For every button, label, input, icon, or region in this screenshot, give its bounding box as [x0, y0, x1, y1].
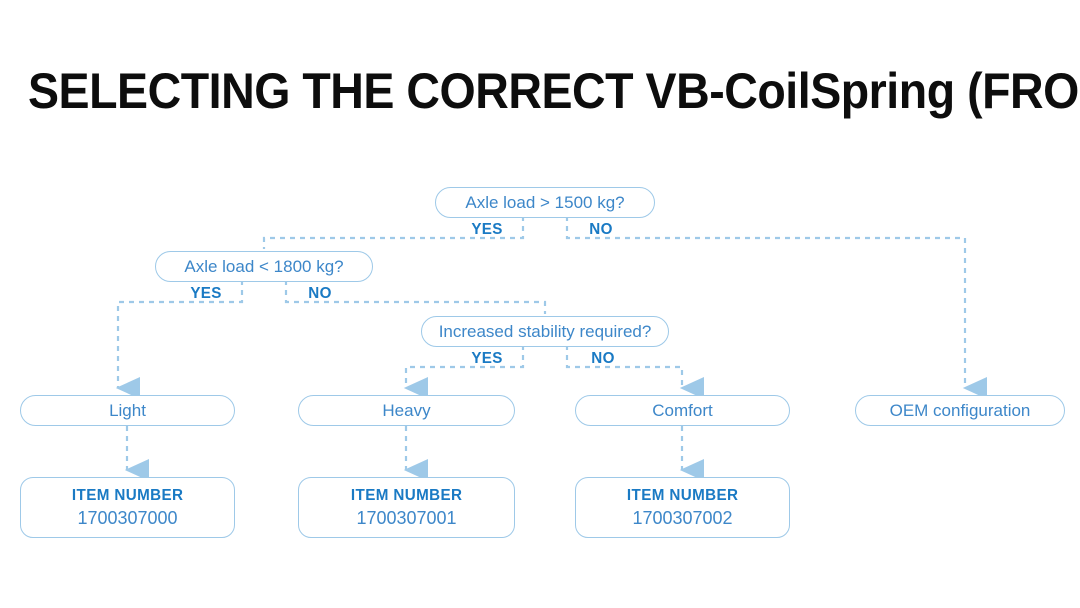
item-number-value: 1700307001 — [356, 507, 457, 528]
result-node-label: Comfort — [652, 400, 713, 420]
decision-node-label: Increased stability required? — [438, 321, 652, 341]
result-node-oem-configuration[interactable]: OEM configuration — [855, 395, 1065, 426]
item-number-label: ITEM NUMBER — [626, 486, 739, 504]
decision-node-label: Axle load < 1800 kg? — [184, 256, 344, 276]
result-node-label: OEM configuration — [889, 400, 1031, 420]
item-number-label: ITEM NUMBER — [350, 486, 463, 504]
result-node-label: Heavy — [382, 400, 431, 420]
item-number-card-comfort[interactable]: ITEM NUMBER 1700307002 — [575, 477, 790, 538]
item-number-card-light[interactable]: ITEM NUMBER 1700307000 — [20, 477, 235, 538]
result-node-label: Light — [109, 400, 146, 420]
decision-node-increased-stability[interactable]: Increased stability required? — [421, 316, 669, 347]
decision-node-label: Axle load > 1500 kg? — [465, 192, 625, 212]
branch-label-d2-no: NO — [308, 285, 332, 302]
branch-label-d3-yes: YES — [471, 350, 503, 367]
item-number-card-heavy[interactable]: ITEM NUMBER 1700307001 — [298, 477, 515, 538]
item-number-value: 1700307002 — [632, 507, 733, 528]
branch-label-d2-yes: YES — [190, 285, 222, 302]
decision-node-axle-load-1800[interactable]: Axle load < 1800 kg? — [155, 251, 373, 282]
result-node-comfort[interactable]: Comfort — [575, 395, 790, 426]
branch-label-d3-no: NO — [591, 350, 615, 367]
branch-label-d1-no: NO — [589, 221, 613, 238]
page-title: SELECTING THE CORRECT VB-CoilSpring (FRO… — [28, 63, 1080, 119]
item-number-label: ITEM NUMBER — [71, 486, 184, 504]
branch-label-d1-yes: YES — [471, 221, 503, 238]
item-number-value: 1700307000 — [77, 507, 178, 528]
result-node-light[interactable]: Light — [20, 395, 235, 426]
decision-node-axle-load-1500[interactable]: Axle load > 1500 kg? — [435, 187, 655, 218]
result-node-heavy[interactable]: Heavy — [298, 395, 515, 426]
